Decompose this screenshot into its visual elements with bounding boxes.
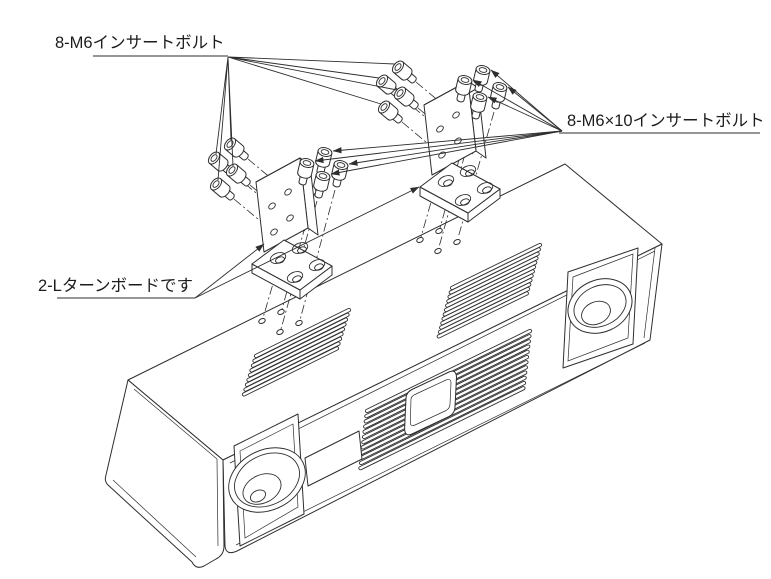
- callout-l-turn-boards: 2-Lターンボードです: [38, 276, 195, 299]
- callout-m6x10-insert-bolts: 8-M6×10インサートボルト: [559, 111, 765, 134]
- soundbar-left-end-face: [104, 379, 225, 568]
- left-speaker: [228, 413, 306, 547]
- m6-insert-bolts-horizontal: [205, 58, 423, 205]
- callout-m6-insert-bolts: 8-M6インサートボルト: [55, 33, 228, 57]
- front-port-cutout: [404, 370, 457, 436]
- edge-chamfer-lines: [112, 247, 656, 558]
- soundbar-body: [104, 163, 663, 568]
- insert-hole-markers: [258, 227, 461, 336]
- display-window: [304, 430, 363, 487]
- label-m6x10-insert-bolts: 8-M6×10インサートボルト: [567, 111, 765, 130]
- label-m6-insert-bolts: 8-M6インサートボルト: [55, 33, 225, 52]
- leader-lines-m6: [215, 56, 398, 181]
- label-l-turn-boards: 2-Lターンボードです: [38, 276, 193, 295]
- leader-lines-m6x10: [314, 69, 563, 176]
- leader-lines-l-board: [194, 186, 420, 299]
- right-speaker: [562, 247, 639, 369]
- m6x10-bolt: [487, 80, 509, 111]
